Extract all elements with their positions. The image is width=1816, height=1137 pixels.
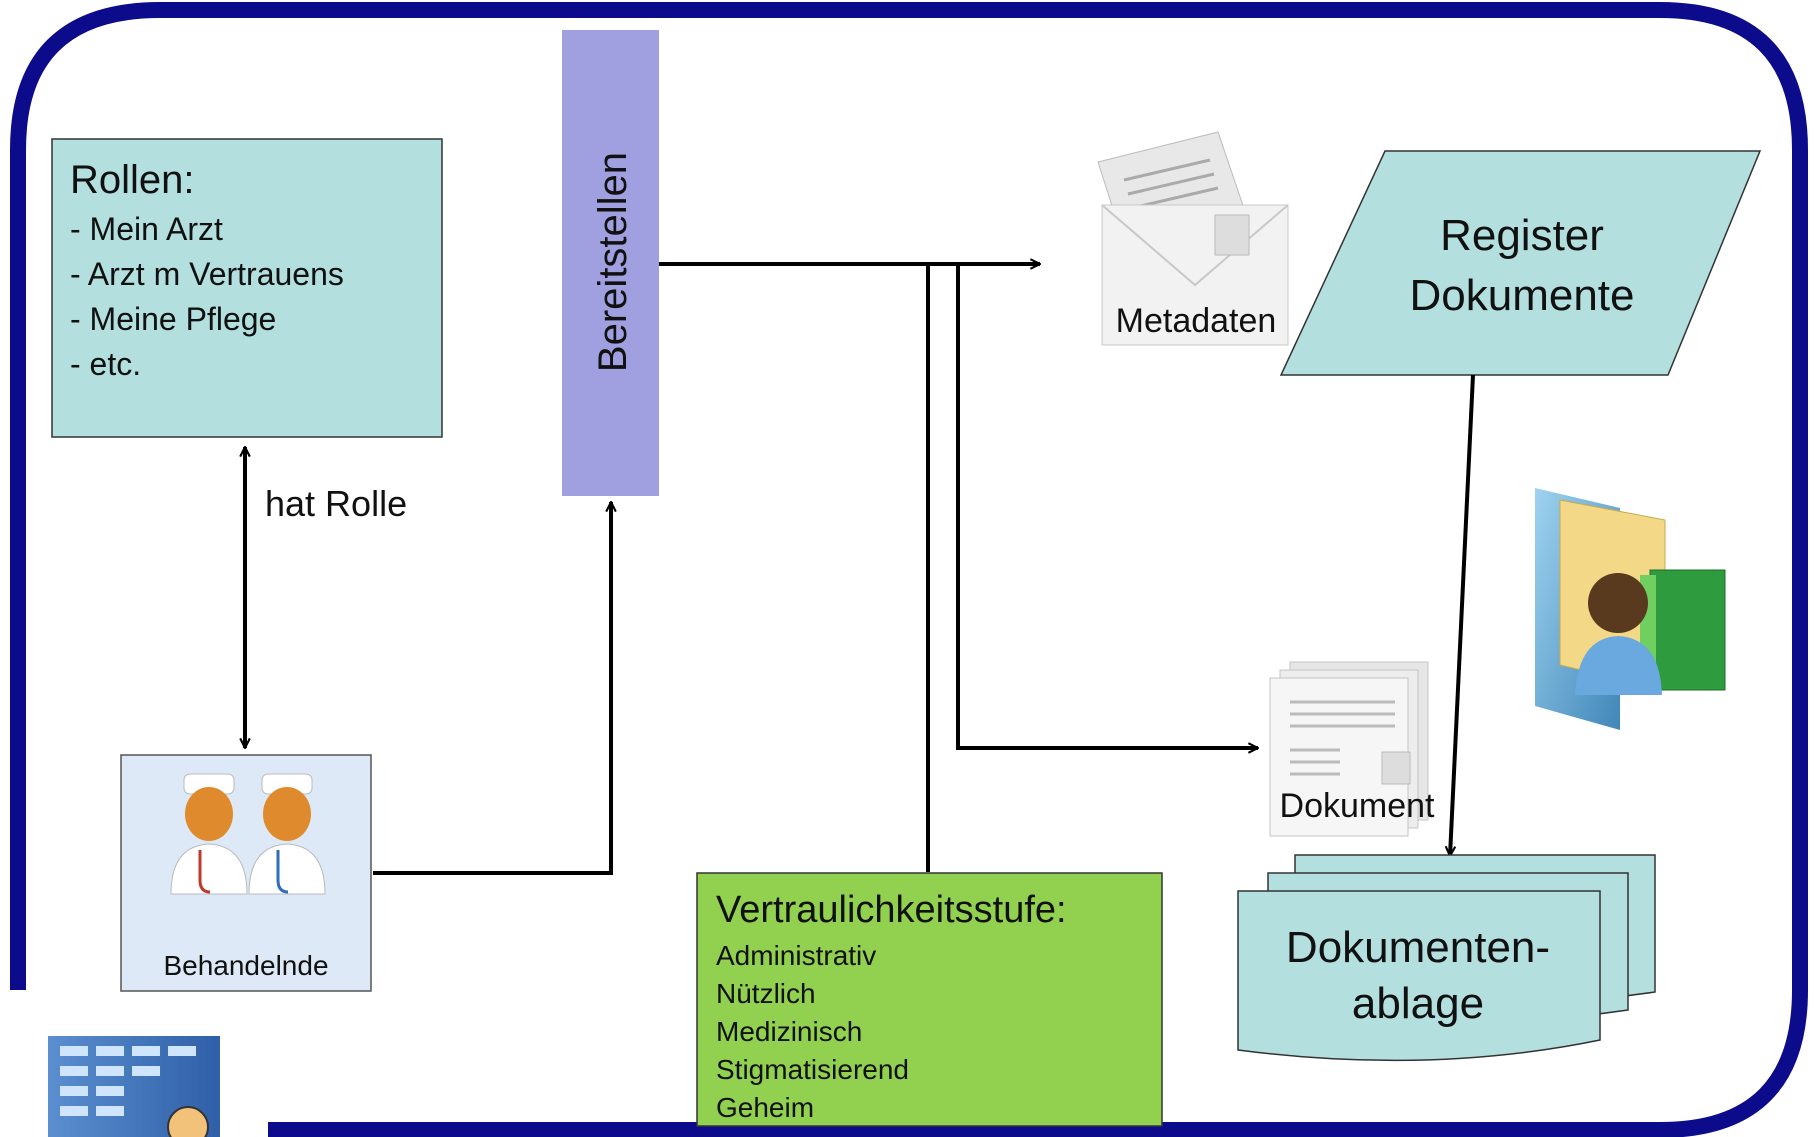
register-line1: Register xyxy=(1440,211,1604,260)
role-item: - Arzt m Vertrauens xyxy=(70,256,344,292)
treating-label: Behandelnde xyxy=(163,950,328,981)
register-shape: Register Dokumente xyxy=(1279,150,1762,376)
confidentiality-level: Stigmatisierend xyxy=(716,1054,909,1085)
user-folder-icon xyxy=(1535,488,1726,730)
confidentiality-level: Nützlich xyxy=(716,978,816,1009)
confidentiality-box: Vertraulichkeitsstufe: Administrativ Nüt… xyxy=(696,872,1163,1127)
outer-frame xyxy=(9,1,1808,1137)
document-label: Dokument xyxy=(1280,787,1436,825)
hospital-icon xyxy=(48,1036,220,1137)
provide-to-document-arrow xyxy=(956,264,1258,748)
provide-label: Bereitstellen xyxy=(591,152,635,372)
has-role-label: hat Rolle xyxy=(265,483,407,524)
confidentiality-level: Medizinisch xyxy=(716,1016,862,1047)
repository-shape: Dokumenten- ablage xyxy=(1237,854,1656,1062)
document-envelope-icon: Metadaten xyxy=(1097,131,1289,346)
metadata-label: Metadaten xyxy=(1116,302,1277,340)
provide-bar xyxy=(562,30,659,496)
repository-line2: ablage xyxy=(1352,979,1484,1028)
role-item: - Meine Pflege xyxy=(70,301,276,337)
register-to-repository-arrow xyxy=(1450,374,1475,856)
doctors-icon xyxy=(170,773,326,895)
document-icon: Dokument xyxy=(1269,661,1436,837)
confidentiality-level: Geheim xyxy=(716,1092,814,1123)
treating-box: Behandelnde xyxy=(120,754,372,992)
roles-box: Rollen: - Mein Arzt - Arzt m Vertrauens … xyxy=(51,138,443,438)
confidentiality-title: Vertraulichkeitsstufe: xyxy=(716,889,1067,931)
register-line2: Dokumente xyxy=(1409,271,1634,320)
roles-title: Rollen: xyxy=(70,158,195,202)
confidentiality-level: Administrativ xyxy=(716,940,876,971)
treating-to-provide-arrow xyxy=(373,502,611,875)
repository-line1: Dokumenten- xyxy=(1286,923,1550,972)
role-item: - etc. xyxy=(70,346,141,382)
role-item: - Mein Arzt xyxy=(70,211,223,247)
